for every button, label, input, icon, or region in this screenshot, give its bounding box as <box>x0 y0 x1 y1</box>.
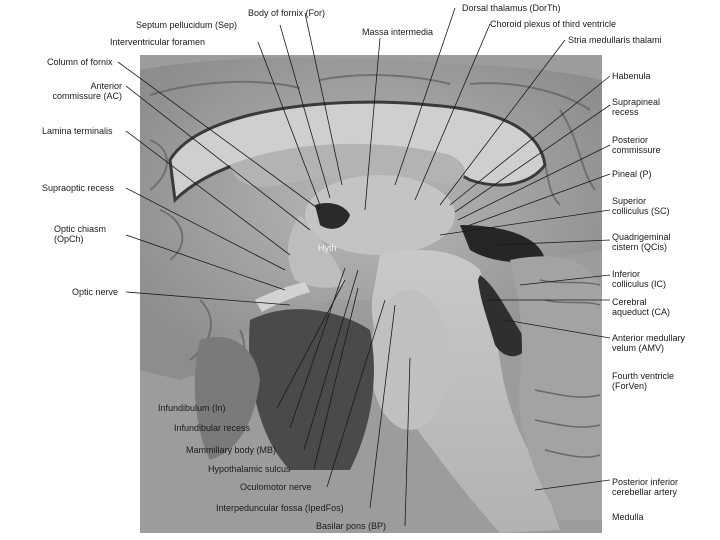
label-dorsal-thalamus: Dorsal thalamus (DorTh) <box>462 3 561 13</box>
specimen-photo <box>140 55 602 533</box>
label-infundibular-recess: Infundibular recess <box>174 423 251 433</box>
label-optic-nerve: Optic nerve <box>72 287 119 297</box>
label-body-fornix: Body of fornix (For) <box>248 8 326 18</box>
label-choroid-plexus: Choroid plexus of third ventricle <box>490 19 617 29</box>
label-habenula: Habenula <box>612 71 651 81</box>
label-interventricular-foramen: Interventricular foramen <box>110 37 206 47</box>
label-supraoptic-recess: Supraoptic recess <box>42 183 115 193</box>
label-hypothalamic-sulcus: Hypothalamic sulcus <box>208 464 291 474</box>
label-stria-medullaris: Stria medullaris thalami <box>568 35 662 45</box>
label-interpeduncular-fossa: Interpeduncular fossa (IpedFos) <box>216 503 344 513</box>
label-massa-intermedia: Massa intermedia <box>362 27 434 37</box>
label-basilar-pons: Basilar pons (BP) <box>316 521 387 531</box>
label-lamina-terminalis: Lamina terminalis <box>42 126 113 136</box>
label-optic-chiasm: Optic chiasm(OpCh) <box>54 224 107 244</box>
hypothalamus-label: Hyth <box>318 243 337 253</box>
label-infundibulum: Infundibulum (In) <box>158 403 226 413</box>
label-column-fornix: Column of fornix <box>47 57 113 67</box>
label-pineal: Pineal (P) <box>612 169 652 179</box>
label-septum-pellucidum: Septum pellucidum (Sep) <box>136 20 238 30</box>
label-fourth-ventricle: Fourth ventricle(ForVen) <box>612 371 675 391</box>
label-oculomotor-nerve: Oculomotor nerve <box>240 482 312 492</box>
label-medulla: Medulla <box>612 512 644 522</box>
label-mammillary-body: Mammillary body (MB) <box>186 445 277 455</box>
leader-lines <box>117 7 611 527</box>
